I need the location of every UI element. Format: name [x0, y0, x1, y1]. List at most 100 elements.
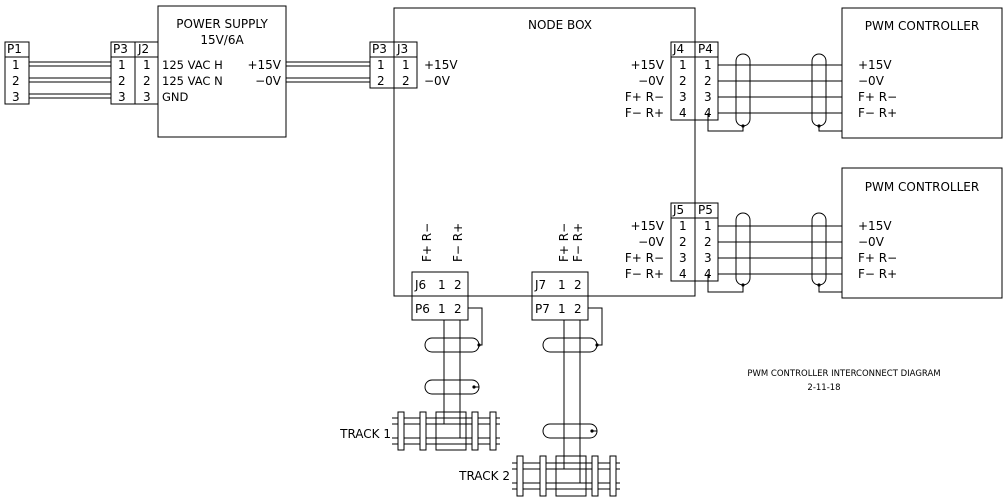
out2-j5-pin-1: 1: [679, 219, 687, 233]
node-box: NODE BOX: [393, 7, 696, 297]
diagram-date: 2-11-18: [807, 383, 840, 393]
pwm2-label-zero: −0V: [858, 235, 885, 249]
out1-j4-pin-2: 2: [679, 74, 687, 88]
out2-p5-pin-2: 2: [704, 235, 712, 249]
p6-pin-2: 2: [454, 302, 462, 316]
nb-input-label-plus15: +15V: [424, 58, 458, 72]
track-2-label: TRACK 2: [458, 469, 510, 483]
p7-pin-2: 2: [574, 302, 582, 316]
diagram-title: PWM CONTROLLER INTERCONNECT DIAGRAM: [747, 369, 940, 379]
p1-pin-2: 2: [12, 74, 20, 88]
pwm1-title: PWM CONTROLLER: [865, 19, 979, 33]
power-supply-rating: 15V/6A: [200, 33, 244, 47]
track-port-2: F+ R− F− R+ J7 1 2 P7 1 2: [531, 223, 589, 321]
pwm-cable-1: [707, 53, 843, 132]
ps-p3-pin-2: 2: [118, 74, 126, 88]
track-1-label: TRACK 1: [339, 427, 391, 441]
pwm2-label-plus15: +15V: [858, 219, 892, 233]
out2-label-zero: −0V: [638, 235, 665, 249]
pwm1-label-f-plus: F+ R−: [858, 90, 897, 104]
p1-pin-1: 1: [12, 58, 20, 72]
track-2-cable: [542, 307, 603, 456]
out2-j5-pin-3: 3: [679, 251, 687, 265]
out1-label-f-plus: F+ R−: [625, 90, 664, 104]
node-box-output-2: J5 P5 1 2 3 4 1 2 3 4 +15V −0V F+ R− F− …: [625, 202, 719, 282]
out1-label-zero: −0V: [638, 74, 665, 88]
track-1-cable: [424, 307, 483, 412]
power-supply-input-connector: P3 J2 1 2 3 1 2 3: [110, 41, 159, 105]
nb-connector-j3: J3: [396, 42, 408, 56]
out2-j5-pin-2: 2: [679, 235, 687, 249]
nb-p3-pin-1: 1: [377, 58, 385, 72]
out2-label-f-plus: F+ R−: [625, 251, 664, 265]
out1-j4-pin-4: 4: [679, 106, 687, 120]
track-port-1: F+ R− F− R+ J6 1 2 P6 1 2: [411, 223, 469, 321]
out1-j4-pin-1: 1: [679, 58, 687, 72]
out1-connector-j4: J4: [672, 42, 684, 56]
out1-label-plus15: +15V: [630, 58, 664, 72]
ps-output-zero: −0V: [255, 74, 282, 88]
j7-pin-1: 1: [558, 278, 566, 292]
pwm-controller-2: PWM CONTROLLER +15V −0V F+ R− F− R+: [841, 167, 1003, 299]
out1-connector-p4: P4: [698, 42, 713, 56]
p7-pin-1: 1: [558, 302, 566, 316]
out2-connector-p5: P5: [698, 203, 713, 217]
out2-label-plus15: +15V: [630, 219, 664, 233]
power-supply-title: POWER SUPPLY: [176, 17, 268, 31]
pwm-controller-1: PWM CONTROLLER +15V −0V F+ R− F− R+: [841, 7, 1003, 139]
j6-jack-label: J6: [414, 278, 426, 292]
nb-connector-p3: P3: [372, 42, 387, 56]
pwm2-label-f-minus: F− R+: [858, 267, 897, 281]
ps-j2-pin-1: 1: [143, 58, 151, 72]
pwm2-label-f-plus: F+ R−: [858, 251, 897, 265]
pwm1-label-zero: −0V: [858, 74, 885, 88]
nb-j3-pin-1: 1: [402, 58, 410, 72]
nb-p3-pin-2: 2: [377, 74, 385, 88]
ps-j2-pin-3: 3: [143, 90, 151, 104]
j7-label-f-plus: F+ R−: [557, 223, 571, 262]
ps-connector-j2: J2: [137, 42, 149, 56]
out1-label-f-minus: F− R+: [625, 106, 664, 120]
out2-p5-pin-1: 1: [704, 219, 712, 233]
p6-plug-label: P6: [415, 302, 430, 316]
ps-input-gnd: GND: [162, 90, 189, 104]
out2-label-f-minus: F− R+: [625, 267, 664, 281]
out2-j5-pin-4: 4: [679, 267, 687, 281]
out1-p4-pin-1: 1: [704, 58, 712, 72]
j6-pin-1: 1: [438, 278, 446, 292]
pwm1-label-f-minus: F− R+: [858, 106, 897, 120]
nb-j3-pin-2: 2: [402, 74, 410, 88]
ps-connector-p3: P3: [113, 42, 128, 56]
j6-pin-2: 2: [454, 278, 462, 292]
power-supply-box: POWER SUPPLY 15V/6A 125 VAC H 125 VAC N …: [157, 5, 287, 138]
dc-cable: [286, 61, 370, 83]
p1-plug: P1 1 2 3: [4, 41, 30, 105]
j7-pin-2: 2: [574, 278, 582, 292]
ps-input-vac-n: 125 VAC N: [162, 74, 223, 88]
track-2-rails: TRACK 2: [458, 455, 620, 497]
pwm-cable-2: [707, 212, 843, 293]
out1-p4-pin-3: 3: [704, 90, 712, 104]
ps-j2-pin-2: 2: [143, 74, 151, 88]
out2-connector-j5: J5: [672, 203, 684, 217]
title-block: PWM CONTROLLER INTERCONNECT DIAGRAM 2-11…: [747, 369, 940, 393]
ps-output-plus15: +15V: [247, 58, 281, 72]
j7-jack-label: J7: [534, 278, 546, 292]
p6-pin-1: 1: [438, 302, 446, 316]
ps-p3-pin-1: 1: [118, 58, 126, 72]
out1-p4-pin-2: 2: [704, 74, 712, 88]
p1-label: P1: [7, 42, 22, 56]
node-box-input-connector: P3 J3 1 2 1 2 +15V −0V: [369, 41, 458, 89]
mains-cable: [29, 61, 111, 99]
nb-input-label-zero: −0V: [424, 74, 451, 88]
node-box-title: NODE BOX: [528, 18, 592, 32]
out2-p5-pin-3: 3: [704, 251, 712, 265]
j6-label-f-plus: F+ R−: [420, 223, 434, 262]
j7-label-f-minus: F− R+: [571, 223, 585, 262]
ps-input-vac-h: 125 VAC H: [162, 58, 223, 72]
out1-j4-pin-3: 3: [679, 90, 687, 104]
j6-label-f-minus: F− R+: [451, 223, 465, 262]
ps-p3-pin-3: 3: [118, 90, 126, 104]
node-box-output-1: J4 P4 1 2 3 4 1 2 3 4 +15V −0V F+ R− F− …: [625, 41, 719, 121]
